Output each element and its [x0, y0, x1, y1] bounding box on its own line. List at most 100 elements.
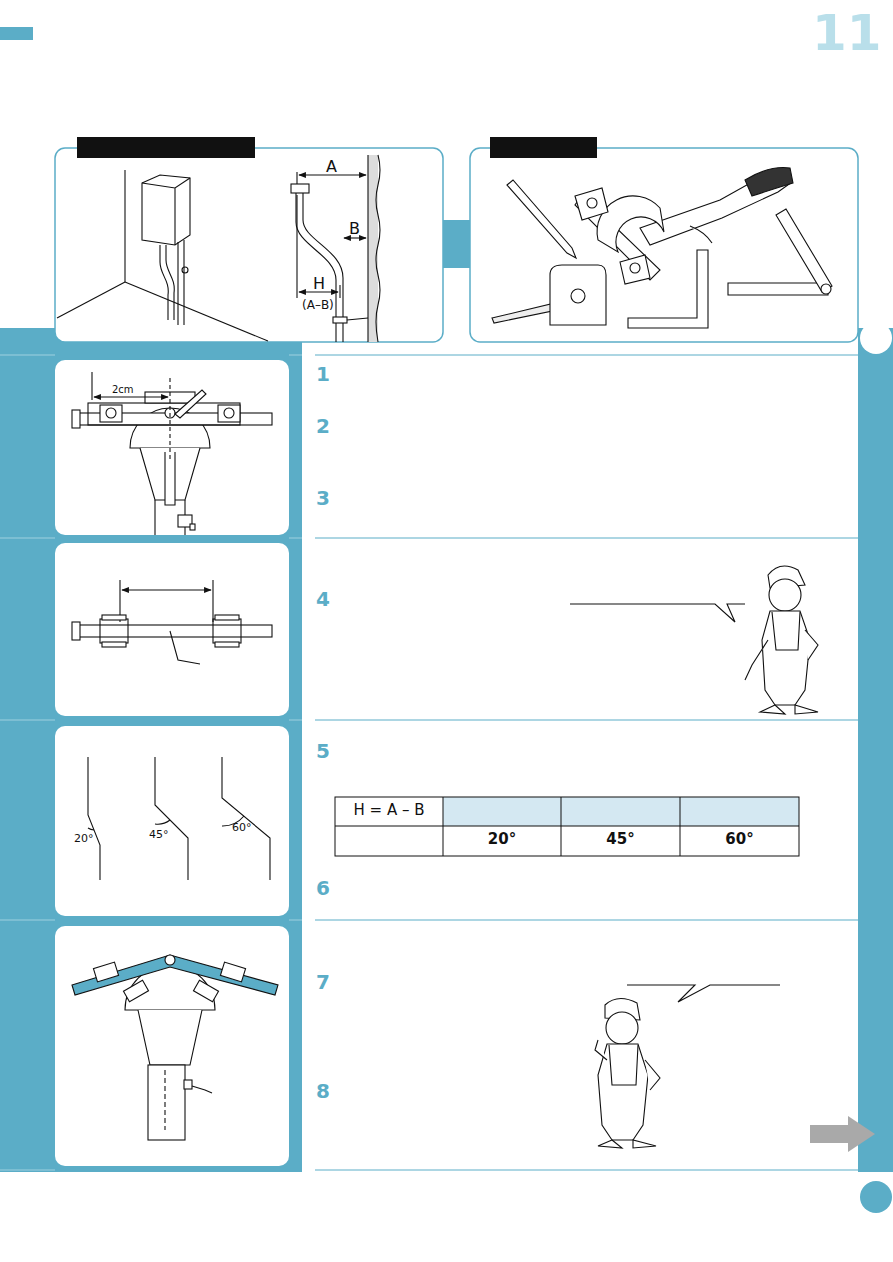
table-cell: 60° [680, 831, 799, 848]
table-cell: 20° [443, 831, 561, 848]
bender-top-view-1 [91, 372, 92, 400]
bender-top-view-2 [72, 622, 80, 640]
bender-top-view-1 [72, 372, 272, 535]
separator-lines [0, 1170, 55, 1171]
angle-table [680, 797, 681, 856]
bend-angle-sketches [155, 820, 170, 824]
tools-sketch [821, 284, 831, 294]
bender-top-view-1 [190, 524, 195, 530]
step-number: 3 [316, 487, 330, 509]
bender-top-view-1 [100, 405, 122, 422]
pipe-dimension-sketch [367, 155, 368, 342]
pipe-dimension-sketch [376, 155, 380, 342]
step-number: 7 [316, 971, 330, 993]
angle-table [335, 826, 799, 827]
separator-lines [289, 720, 302, 721]
tools-sketch [690, 226, 712, 243]
heater-room-sketch [142, 175, 190, 245]
page-number: 11 [812, 6, 882, 61]
bender-top-view-2 [170, 631, 200, 664]
bender-bending-view [184, 1080, 192, 1089]
table-cell: 45° [561, 831, 680, 848]
step-number: 6 [316, 877, 330, 899]
bender-top-view-1 [218, 405, 240, 422]
bender-top-view-1 [72, 410, 80, 428]
separator-lines [315, 355, 858, 1170]
mascot-figure-2 [606, 1012, 638, 1044]
mascot-figure-1 [762, 611, 810, 705]
bender-top-view-2 [78, 625, 272, 637]
bender-top-view-1 [224, 408, 234, 418]
separator-lines [0, 355, 302, 1170]
angle-label: 20° [74, 833, 94, 845]
page-frame [860, 322, 892, 354]
speech-bubbles [627, 985, 780, 1002]
bender-bending-view [93, 962, 118, 982]
separator-lines [0, 355, 55, 356]
bender-top-view-2 [122, 589, 211, 590]
bend-angle-sketches [155, 757, 188, 880]
bender-top-view-2 [100, 619, 128, 643]
page-frame [0, 328, 302, 1172]
heater-room-sketch [182, 267, 188, 273]
bender-bending-view [193, 980, 218, 1001]
mascot-figure-1 [772, 612, 800, 650]
mascot-figure-2 [598, 1140, 656, 1148]
bender-bending-view [138, 1010, 202, 1065]
tools-sketch [492, 303, 557, 323]
mascot-figure-2 [645, 1060, 660, 1090]
separator-lines [0, 720, 55, 721]
bender-bending-view [165, 955, 175, 965]
panel-header-bars [77, 137, 255, 158]
bender-top-view-2 [102, 642, 126, 647]
tools-sketch [575, 188, 608, 220]
bender-bending-view [192, 1086, 212, 1093]
heater-room-sketch [160, 245, 174, 320]
bender-top-view-1 [169, 378, 170, 460]
page-frame [443, 220, 470, 268]
pipe-dimension-sketch [347, 318, 368, 320]
tools-sketch [571, 289, 585, 303]
pipe-dimension-sketch [291, 184, 309, 193]
tools-sketch [776, 209, 832, 292]
heater-room-sketch [178, 240, 184, 325]
separator-lines [0, 538, 55, 539]
separator-lines [0, 920, 55, 921]
heater-room-sketch [124, 170, 125, 282]
pipe-dimension-sketch [296, 195, 297, 298]
bender-bending-view [72, 955, 278, 1140]
angle-table [335, 797, 799, 856]
mascot-figure-2 [595, 1040, 607, 1060]
heater-room-sketch [57, 170, 268, 341]
bend-angle-sketches [222, 757, 270, 880]
page-frame [0, 27, 893, 1213]
mascot-figure-2 [595, 998, 660, 1148]
tools-sketch [630, 263, 640, 273]
page-frame [860, 1181, 892, 1213]
page-frame [858, 328, 893, 1172]
pipe-dimension-sketch [339, 285, 340, 298]
separator-lines [289, 538, 302, 539]
mascot-figure-2 [609, 1045, 638, 1085]
bender-top-view-2 [213, 619, 241, 643]
angle-table [443, 797, 444, 856]
bender-bending-view [148, 1065, 185, 1140]
bend-angle-sketches [88, 757, 270, 880]
step-number: 5 [316, 740, 330, 762]
page-frame [0, 27, 33, 40]
bend-angle-sketches [88, 757, 100, 880]
dimension-label: A [326, 158, 337, 176]
step-number: 2 [316, 415, 330, 437]
mascot-figure-1 [769, 579, 801, 611]
mascot-figure-1 [760, 705, 818, 714]
panel-header-bars [77, 137, 597, 158]
angle-label: 60° [232, 822, 252, 834]
separator-lines [289, 920, 302, 921]
separator-lines [0, 355, 858, 1170]
tools-sketch [745, 168, 793, 197]
dimension-label: 2cm [112, 384, 134, 395]
step-picture-panels [55, 926, 289, 1166]
bender-top-view-1 [88, 403, 240, 425]
top-panels [55, 148, 858, 342]
